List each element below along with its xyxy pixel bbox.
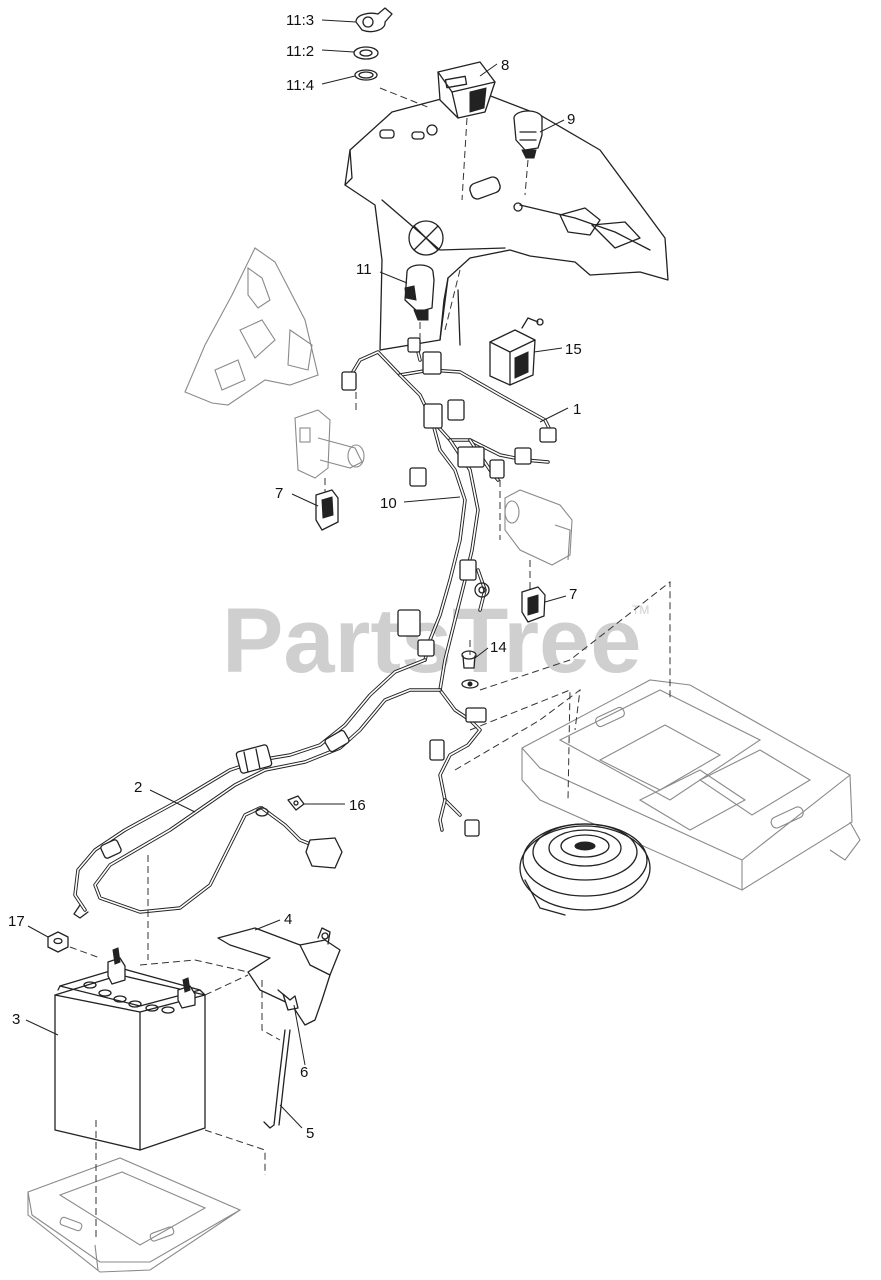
part-5-j-bolt (263, 1029, 291, 1129)
callout-9: 9 (567, 111, 575, 128)
part-16-positive-cable (255, 795, 343, 869)
callout-10: 10 (380, 495, 397, 512)
key-washer (353, 46, 379, 60)
part-4-hold-down-bracket (217, 927, 341, 1026)
main-wire-harness (341, 337, 557, 837)
part-9-switch (513, 110, 543, 159)
right-switch-mount (504, 489, 573, 566)
pto-clutch (519, 823, 651, 916)
callout-14: 14 (490, 639, 507, 656)
assembly-lines (69, 87, 671, 1240)
callout-7-right: 7 (569, 586, 577, 603)
callout-6: 6 (300, 1064, 308, 1081)
left-switch-mount (294, 409, 365, 479)
callout-3: 3 (12, 1011, 20, 1028)
part-3-battery (54, 947, 206, 1151)
callout-11: 11 (356, 261, 372, 278)
callout-7-left: 7 (275, 485, 283, 502)
callout-4: 4 (284, 911, 292, 928)
callout-17: 17 (8, 913, 25, 930)
chassis-frame (521, 679, 861, 891)
watermark-trademark: TM (632, 603, 649, 617)
callout-2: 2 (134, 779, 142, 796)
battery-tray (27, 1157, 242, 1273)
callout-16: 16 (349, 797, 366, 814)
part-2-battery-cable (73, 658, 442, 919)
callout-1: 1 (573, 401, 581, 418)
leader-lines (25, 19, 569, 1129)
part-14-screw (461, 650, 479, 689)
part-7-right-switch (521, 586, 546, 623)
callout-15: 15 (565, 341, 582, 358)
ignition-key (355, 7, 393, 33)
part-11-ignition-switch (404, 264, 435, 321)
callout-8: 8 (501, 57, 509, 74)
left-side-bracket (184, 247, 319, 406)
key-nut (354, 69, 378, 81)
callout-11-3: 11:3 (286, 12, 314, 29)
dash-panel (344, 89, 669, 351)
part-15-relay (489, 317, 544, 386)
watermark: PartsTree TM (222, 590, 649, 692)
callout-5: 5 (306, 1125, 314, 1142)
part-7-left-switch (315, 489, 339, 531)
callout-11-2: 11:2 (286, 43, 314, 60)
callout-labels: 11:3 11:2 11:4 8 9 11 15 1 7 10 7 14 2 1… (8, 12, 582, 1142)
part-17-nut (47, 931, 69, 953)
callout-11-4: 11:4 (286, 77, 314, 94)
